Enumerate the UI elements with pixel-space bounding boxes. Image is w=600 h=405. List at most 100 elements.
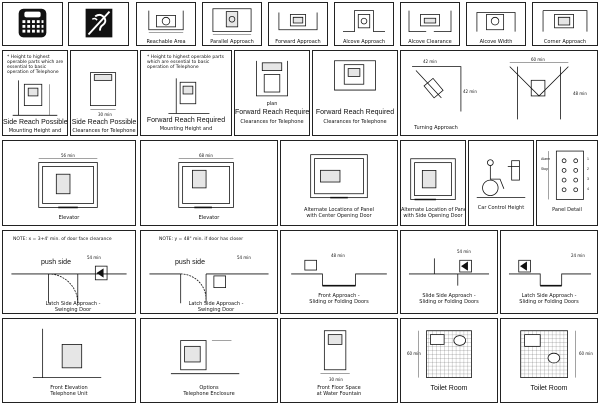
- panel-location-side-door: Alternate Location of Panel with Side Op…: [400, 140, 466, 226]
- push-side-label-1: push side: [41, 259, 71, 266]
- alcove-approach-drawing: [343, 10, 385, 33]
- alcove-width-caption: Alcove Width: [479, 39, 513, 45]
- side-reach-elevation-drawing: [12, 80, 58, 116]
- panel-tag-3: 3: [587, 177, 589, 181]
- door-dim-3: 48 min: [331, 253, 345, 258]
- alcove-width-drawing: [476, 12, 516, 32]
- turning-dim-3: 42 min: [463, 89, 477, 94]
- forward-plan-label: plan: [266, 101, 278, 107]
- elevator-1-dim: 56 min: [61, 153, 75, 158]
- turning-dim-1: 42 min: [423, 59, 437, 64]
- panel-tag-4: 4: [587, 187, 589, 191]
- panel-center-door-drawing: [310, 154, 368, 199]
- fountain-caption-1: Front Floor Space: [317, 385, 361, 391]
- forward-plan-sub: Clearances for Telephone: [240, 119, 304, 125]
- door-front-sliding-drawing: [291, 259, 387, 287]
- side-reach-plan-drawing: [90, 72, 117, 110]
- door-caption-4a: Slide Side Approach -: [422, 293, 476, 299]
- turning-approach-drawing: [412, 62, 569, 120]
- door-dim-4: 54 min: [457, 249, 471, 254]
- elevator-1-caption: Elevator: [58, 215, 80, 221]
- door-slide-side-sliding: 54 min Slide Side Approach - Sliding or …: [400, 230, 498, 314]
- toilet-room-plan-2: 60 min Toilet Room: [500, 318, 598, 403]
- tty-keyboard-icon: [18, 8, 47, 38]
- water-fountain-floor-space: 30 min Front Floor Space at Water Founta…: [280, 318, 398, 403]
- alcove-width-detail: Alcove Width: [466, 2, 526, 46]
- panel-tag-1: 1: [587, 157, 589, 161]
- hearing-icon-cell: [68, 2, 129, 46]
- telephone-unit-caption-1: Front Elevation: [50, 385, 88, 391]
- door-caption-5a: Latch Side Approach -: [521, 293, 577, 299]
- forward-plan-caption: Forward Reach Required: [235, 109, 310, 116]
- tty-icon-cell: [2, 2, 63, 46]
- car-control-drawing: [476, 159, 526, 198]
- alcove-approach-caption: Alcove Approach: [343, 39, 385, 45]
- telephone-forward-reach-elevation: * Height to highest operable parts which…: [140, 50, 232, 136]
- toilet-1-caption: Toilet Room: [430, 385, 468, 392]
- door-latch-side-drawing: [508, 259, 591, 287]
- panel-side-caption-1: Alternate Location of Panel: [401, 207, 466, 213]
- alcove-clearance-drawing: [408, 10, 452, 33]
- panel-tag-alarm: Alarm: [541, 157, 551, 161]
- toilet-2-caption: Toilet Room: [530, 385, 568, 392]
- side-reach-sub1: Mounting Height and: [8, 128, 62, 134]
- corner-approach-drawing: [542, 10, 588, 32]
- turning-dim-2: 60 min: [531, 57, 545, 62]
- enclosure-caption-1: Options: [199, 385, 219, 391]
- toilet-room-plan-1: 60 min Toilet Room: [400, 318, 498, 403]
- telephone-enclosure-drawing: [170, 340, 240, 375]
- car-control-caption: Car Control Height: [477, 205, 525, 211]
- door-front-sliding: 48 min Front Approach - Sliding or Foldi…: [280, 230, 398, 314]
- reachable-area-detail: Reachable Area: [136, 2, 196, 46]
- door-caption-5b: Sliding or Folding Doors: [519, 299, 579, 305]
- door-caption-1a: Latch Side Approach -: [45, 301, 101, 307]
- telephone-unit-caption-2: Telephone Unit: [50, 391, 88, 397]
- panel-detail-caption: Panel Detail: [552, 207, 582, 213]
- forward-approach-caption: Forward Approach: [275, 39, 321, 45]
- door-latch-swinging-2: NOTE: y = 48" min. if door has closer pu…: [140, 230, 278, 314]
- panel-location-center-door: Alternate Locations of Panel with Center…: [280, 140, 398, 226]
- corner-approach-caption: Corner Approach: [543, 39, 587, 45]
- water-fountain-drawing: [320, 330, 350, 374]
- forward-alcove-sub: Clearances for Telephone: [323, 119, 387, 125]
- elevator-car-detail-2: 68 min Elevator: [140, 140, 278, 226]
- side-reach-plan-dim: 30 min: [98, 112, 112, 117]
- telephone-forward-reach-alcove: Forward Reach Required Clearances for Te…: [312, 50, 398, 136]
- telephone-unit-elevation: Front Elevation Telephone Unit: [2, 318, 136, 403]
- reachable-area-drawing: [148, 10, 184, 33]
- forward-approach-detail: Forward Approach: [268, 2, 328, 46]
- door-dim-5: 24 min: [571, 253, 585, 258]
- alcove-approach-detail: Alcove Approach: [334, 2, 394, 46]
- panel-detail: Alarm Stop 1 2 3 4 Panel Detail: [536, 140, 598, 226]
- telephone-side-reach-plan: 30 min Side Reach Possible Clearances fo…: [70, 50, 138, 136]
- telephone-side-reach-elevation: * Height to highest operable parts which…: [2, 50, 68, 136]
- door-caption-1b: Swinging Door: [54, 307, 92, 313]
- toilet-room-drawing-1: [418, 330, 472, 378]
- door-swing-drawing-2: [149, 273, 269, 304]
- panel-side-door-drawing: [410, 158, 456, 201]
- forward-reach-sub1: Mounting Height and: [159, 126, 213, 132]
- parallel-approach-drawing: [212, 8, 252, 35]
- wheelchair-turning-detail: 42 min 60 min 42 min 48 min Turning Appr…: [400, 50, 598, 136]
- panel-side-caption-2: with Side Opening Door: [403, 213, 463, 219]
- telephone-unit-drawing: [32, 328, 102, 378]
- side-reach-caption: Side Reach Possible: [3, 119, 68, 126]
- panel-detail-drawing: [548, 150, 584, 200]
- panel-center-caption-2: with Center Opening Door: [306, 213, 372, 219]
- toilet-room-drawing-2: [520, 330, 576, 378]
- panel-tag-2: 2: [587, 167, 589, 171]
- panel-center-caption-1: Alternate Locations of Panel: [304, 207, 374, 213]
- door-caption-3a: Front Approach -: [318, 293, 360, 299]
- push-side-label-2: push side: [175, 259, 205, 266]
- side-reach-plan-caption: Side Reach Possible: [71, 119, 137, 126]
- hearing-assist-icon: [85, 8, 113, 38]
- enclosure-caption-2: Telephone Enclosure: [183, 391, 235, 397]
- parallel-approach-caption: Parallel Approach: [210, 39, 254, 45]
- car-control-height-detail: Car Control Height: [468, 140, 534, 226]
- elevator-car-detail-1: 56 min Elevator: [2, 140, 136, 226]
- forward-operable-note: * Height to highest operable parts which…: [147, 55, 224, 70]
- alcove-clearance-detail: Alcove Clearance: [400, 2, 460, 46]
- side-reach-plan-sub: Clearances for Telephone: [72, 128, 136, 134]
- door-slide-side-drawing: [408, 258, 490, 286]
- door-caption-4b: Sliding or Folding Doors: [419, 299, 479, 305]
